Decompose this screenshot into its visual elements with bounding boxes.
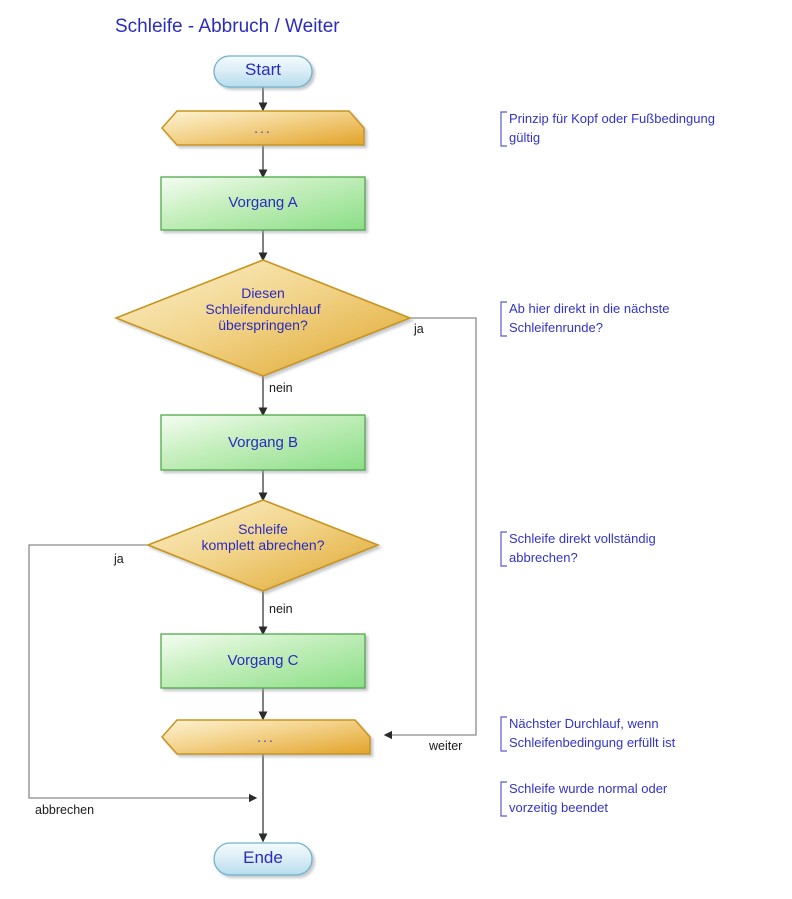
node-start[interactable]	[213, 55, 313, 88]
edge-label-decision2-ja: ja	[114, 552, 124, 566]
page-title: Schleife - Abbruch / Weiter	[115, 16, 340, 37]
annotation-bracket-3	[500, 531, 507, 567]
loopback-connector-group	[28, 317, 477, 803]
node-vorgang-c[interactable]	[160, 633, 366, 689]
annotation-loop-finished: Schleife wurde normal oder vorzeitig bee…	[509, 781, 668, 815]
annotation-next-round: Ab hier direkt in die nächste Schleifenr…	[509, 301, 670, 335]
node-loop-top[interactable]	[160, 110, 365, 146]
annotation-bracket-5	[500, 781, 507, 817]
edge-label-decision2-nein: nein	[269, 602, 293, 616]
node-loop-bot[interactable]	[160, 719, 371, 755]
annotation-loop-principle: Prinzip für Kopf oder Fußbedingung gülti…	[509, 111, 715, 145]
annotation-bracket-group	[500, 111, 507, 817]
node-vorgang-b[interactable]	[160, 414, 366, 471]
annotation-bracket-1	[500, 111, 507, 147]
edge-decision2-ja-to-ende	[28, 544, 258, 803]
annotation-full-abort: Schleife direkt vollständig abbrechen?	[509, 531, 656, 565]
edge-label-decision1-nein: nein	[269, 381, 293, 395]
edge-label-decision1-ja: ja	[414, 322, 424, 336]
edge-label-weiter: weiter	[429, 739, 463, 753]
node-vorgang-a[interactable]	[160, 176, 366, 231]
node-decision2[interactable]	[145, 499, 381, 592]
annotation-bracket-2	[500, 301, 507, 337]
node-decision1[interactable]	[113, 259, 413, 377]
node-ende[interactable]	[213, 842, 313, 876]
edge-label-abbrechen: abbrechen	[35, 803, 95, 817]
annotation-next-pass: Nächster Durchlauf, wenn Schleifenbeding…	[509, 716, 676, 750]
annotation-bracket-4	[500, 716, 507, 752]
edge-decision1-ja-to-loop-bot	[383, 317, 477, 740]
